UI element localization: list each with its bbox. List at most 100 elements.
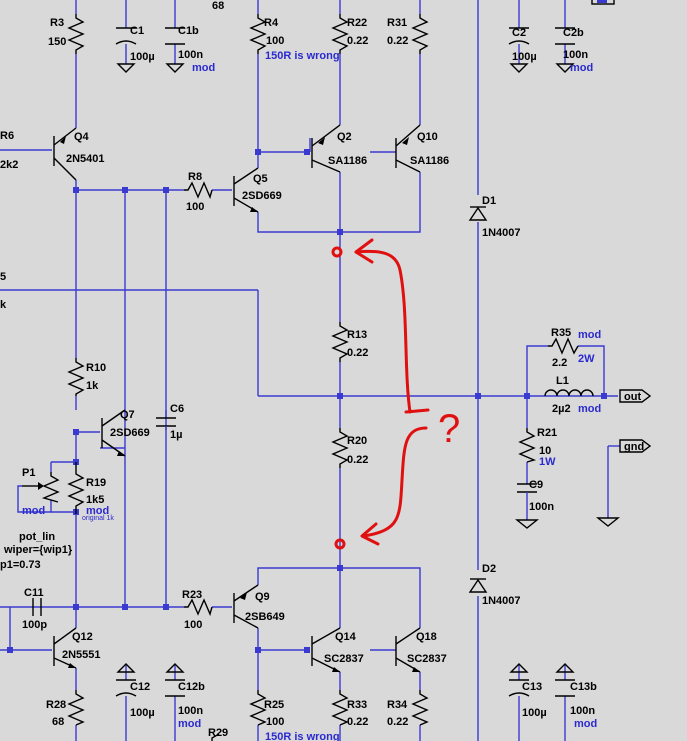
label-c11-value: 100p xyxy=(22,619,47,631)
label-r10-value: 1k xyxy=(86,380,99,392)
transistor-q4 xyxy=(53,127,77,181)
label-r19-note: mod xyxy=(86,505,109,517)
label-r33-ref: R33 xyxy=(347,699,367,711)
label-r29-ref: R29 xyxy=(208,727,228,739)
label-r4-ref: R4 xyxy=(264,17,279,29)
label-c1b-ref: C1b xyxy=(178,25,199,37)
label-c11-ref: C11 xyxy=(24,587,44,599)
label-d2-ref: D2 xyxy=(482,563,496,575)
label-c2-value: 100µ xyxy=(512,51,537,63)
label-q14-value: SC2837 xyxy=(324,653,364,665)
port-gnd xyxy=(619,439,652,453)
label-l1-note: mod xyxy=(578,403,601,415)
label-r21-value: 10 xyxy=(539,445,551,457)
capacitors xyxy=(32,27,620,697)
resistor-r29 xyxy=(211,733,220,741)
label-r20-ref: R20 xyxy=(347,435,367,447)
label-q18-ref: Q18 xyxy=(416,631,437,643)
resistor-r20 xyxy=(331,428,349,468)
label-r25-note: 150R is wrong xyxy=(265,731,340,741)
label-r19-note2: original 1k xyxy=(82,515,114,522)
label-p1-wiper: wiper={wip1} xyxy=(3,544,73,556)
label-c13b-note: mod xyxy=(574,718,597,730)
ports: out gnd xyxy=(591,0,652,453)
transistor-q5 xyxy=(233,167,259,213)
label-r21-ref: R21 xyxy=(537,427,557,439)
label-r19-ref: R19 xyxy=(86,477,106,489)
label-r6-value: 2k2 xyxy=(0,159,18,171)
label-r35-value: 2.2 xyxy=(552,357,567,369)
diode-d1 xyxy=(468,206,488,221)
label-r35-ref: R35 xyxy=(551,327,571,339)
port-out-label: out xyxy=(624,391,641,403)
annotation-circle-bottom xyxy=(334,538,346,550)
transistor-q12 xyxy=(53,627,77,669)
annotation-arrow-top xyxy=(354,249,412,414)
label-r6-ref: R6 xyxy=(0,130,14,142)
label-c1-ref: C1 xyxy=(130,25,144,37)
resistor-r13 xyxy=(331,322,349,362)
annotation-question-mark: ? xyxy=(438,407,460,451)
port-out xyxy=(619,389,652,403)
label-c2-ref: C2 xyxy=(512,27,526,39)
label-c2b-value: 100n xyxy=(563,49,588,61)
resistor-r34 xyxy=(411,690,429,726)
capacitor-c12b xyxy=(165,679,185,697)
resistor-r23 xyxy=(184,598,213,617)
label-r31-value: 0.22 xyxy=(387,35,408,47)
labels: 68 R3 150 C1 100µ C1b 100n mod R4 100 15… xyxy=(0,0,601,741)
label-c2b-ref: C2b xyxy=(563,27,584,39)
label-r34-ref: R34 xyxy=(387,699,408,711)
label-q2-ref: Q2 xyxy=(337,131,352,143)
capacitor-c12 xyxy=(115,679,137,697)
label-d1-value: 1N4007 xyxy=(482,227,521,239)
label-q9-ref: Q9 xyxy=(255,591,270,603)
label-r23-value: 100 xyxy=(184,619,202,631)
label-r8-value: 100 xyxy=(186,201,204,213)
label-r3-ref: R3 xyxy=(50,17,64,29)
transistor-q18 xyxy=(395,627,421,673)
label-q7-ref: Q7 xyxy=(120,409,135,421)
label-r13-value: 0.22 xyxy=(347,347,368,359)
transistor-q2 xyxy=(311,124,341,173)
resistor-r10 xyxy=(67,358,85,396)
label-c9-ref: C9 xyxy=(529,479,543,491)
resistor-r21 xyxy=(518,428,537,463)
label-p1-param: p1=0.73 xyxy=(0,559,41,571)
label-r21-note: 1W xyxy=(539,456,556,468)
label-c2b-note: mod xyxy=(570,62,593,74)
capacitor-c2 xyxy=(508,27,530,45)
capacitor-c9 xyxy=(517,483,537,500)
label-r4-note: 150R is wrong xyxy=(265,50,340,62)
label-r28-value: 68 xyxy=(52,716,64,728)
resistors xyxy=(22,14,579,741)
label-r22-value: 0.22 xyxy=(347,35,368,47)
label-d1-ref: D1 xyxy=(482,195,496,207)
resistor-r25 xyxy=(249,690,267,726)
label-r33-value: 0.22 xyxy=(347,716,368,728)
diodes xyxy=(468,206,488,593)
transistor-q7 xyxy=(101,409,126,457)
label-top-68: 68 xyxy=(212,0,224,12)
port-gnd-label: gnd xyxy=(624,441,644,453)
transistors xyxy=(53,124,421,673)
resistor-r31 xyxy=(411,14,429,54)
resistor-r33 xyxy=(331,690,349,726)
label-d2-value: 1N4007 xyxy=(482,595,521,607)
resistor-r8 xyxy=(184,181,213,200)
capacitor-c1b xyxy=(165,27,185,45)
label-c12-value: 100µ xyxy=(130,707,155,719)
capacitor-c1 xyxy=(115,27,137,45)
label-r8-ref: R8 xyxy=(188,171,202,183)
label-c12-ref: C12 xyxy=(130,681,150,693)
label-r13-ref: R13 xyxy=(347,329,367,341)
resistor-r28 xyxy=(67,690,85,726)
resistor-r22 xyxy=(331,14,349,54)
label-c12b-note: mod xyxy=(178,718,201,730)
label-c6-ref: C6 xyxy=(170,403,184,415)
label-c12b-ref: C12b xyxy=(178,681,205,693)
label-q7-value: 2SD669 xyxy=(110,427,150,439)
diode-d2 xyxy=(468,578,488,593)
label-q2-value: SA1186 xyxy=(328,155,367,167)
